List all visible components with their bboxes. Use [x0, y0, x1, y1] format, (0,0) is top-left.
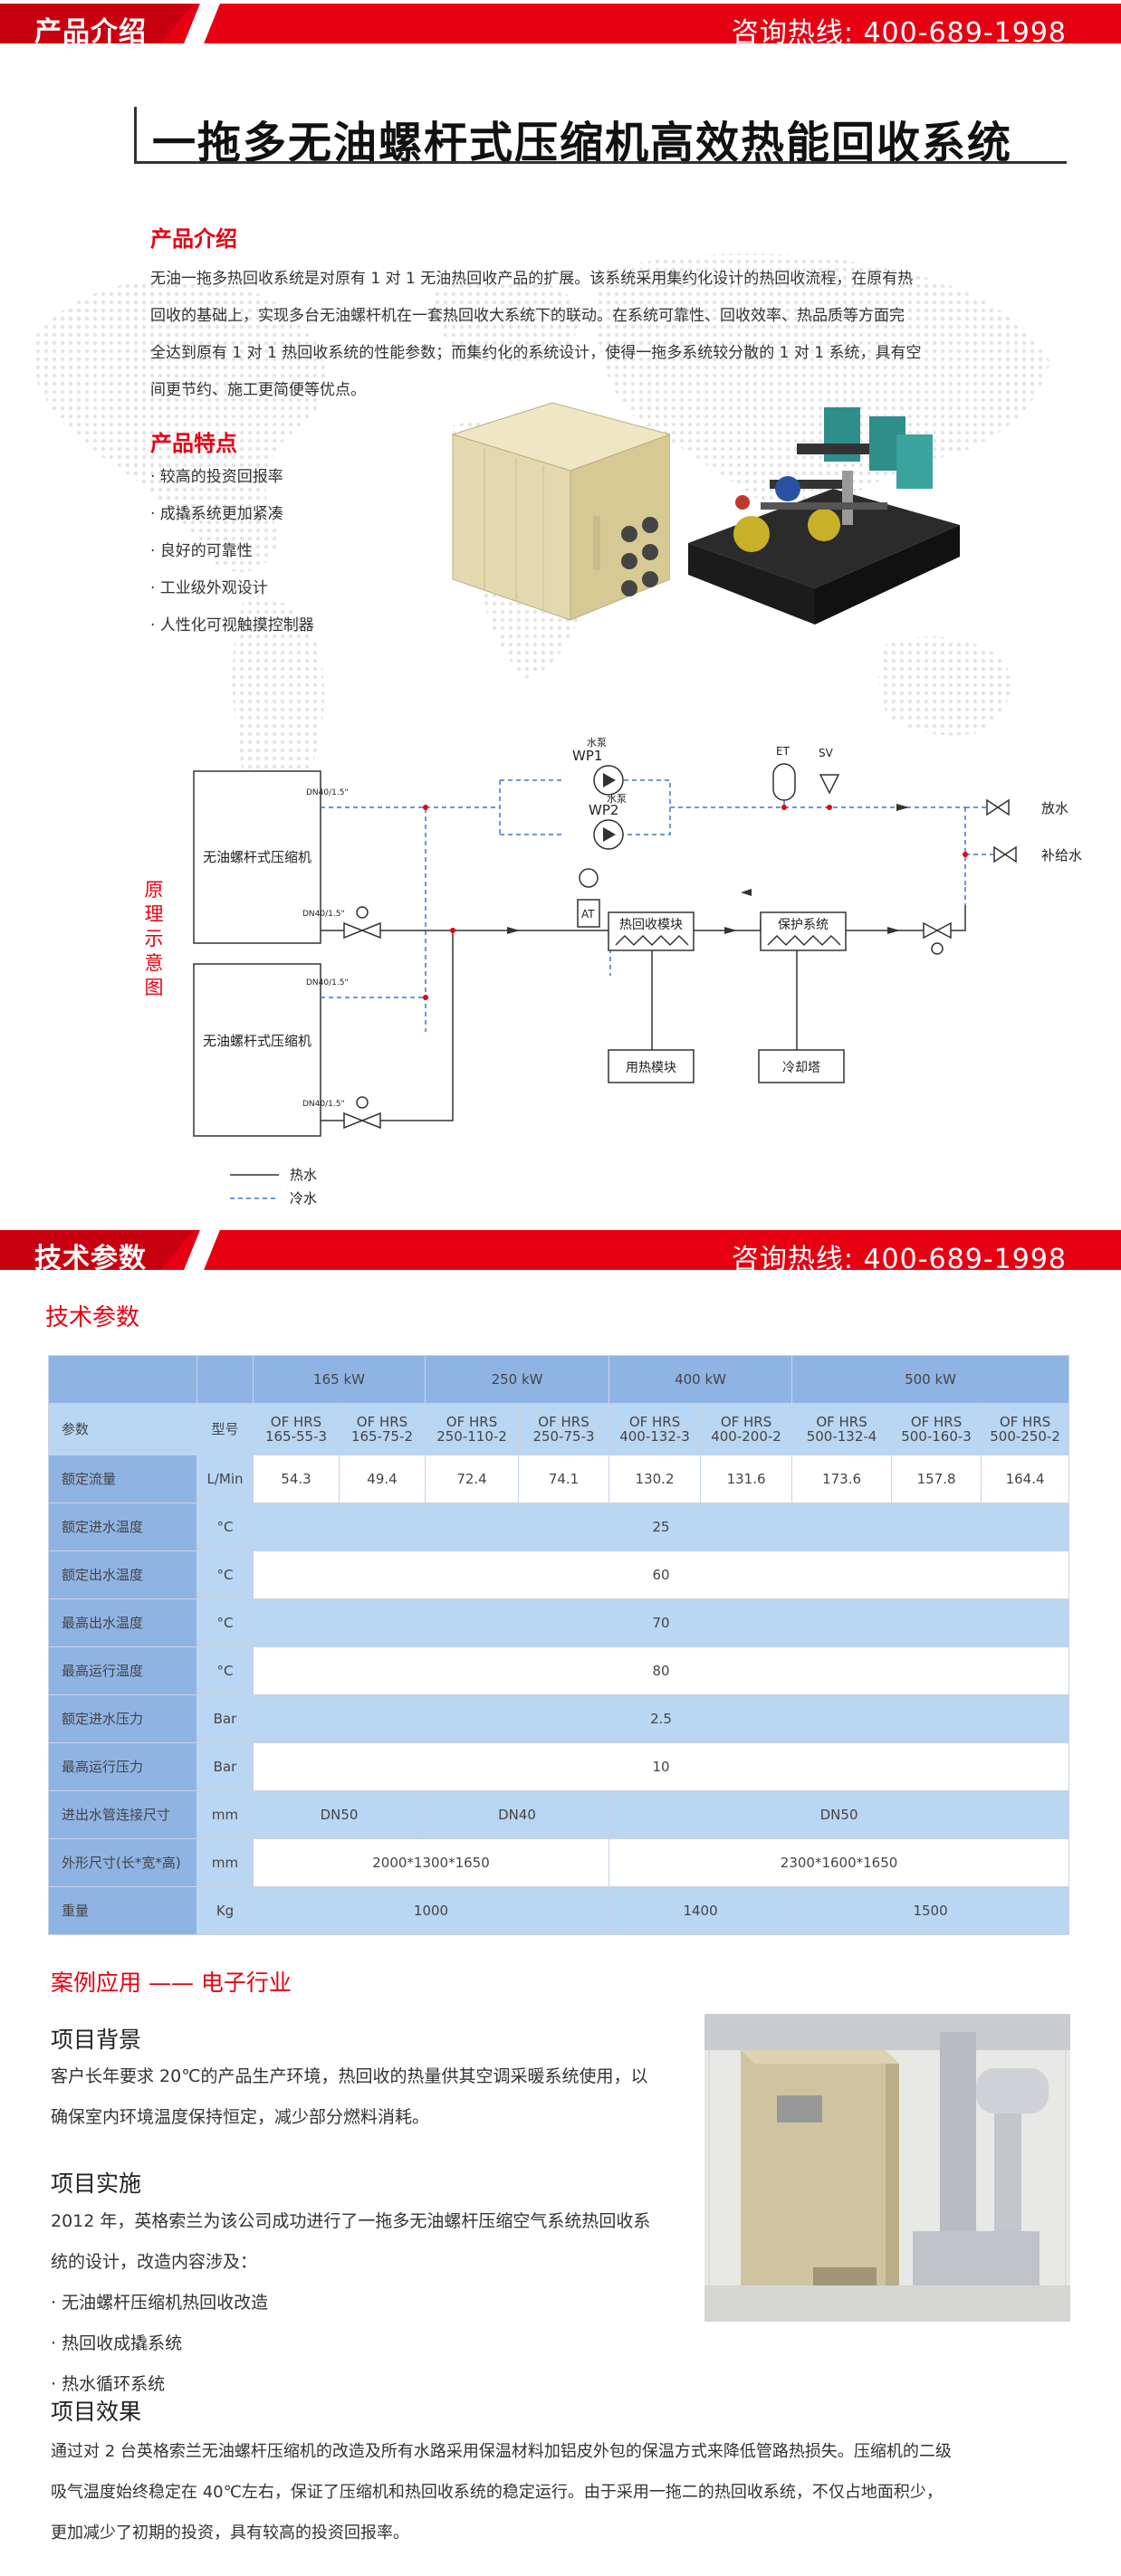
compressor-cabinet-illustration	[451, 402, 670, 621]
intro-line: 无油一拖多热回收系统是对原有 1 对 1 无油热回收产品的扩展。该系统采用集约化…	[150, 270, 914, 288]
compressor-label-1: 无油螺杆式压缩机	[203, 849, 311, 865]
cold-water-lines	[321, 779, 1005, 1032]
compressor-label-2: 无油螺杆式压缩机	[203, 1033, 311, 1049]
page-title: 一拖多无油螺杆式压缩机高效热能回收系统	[152, 118, 1013, 168]
hotline-text: 咨询热线: 400-689-1998	[731, 17, 1067, 49]
case-impl-heading: 项目实施	[51, 2171, 142, 2197]
use-module-label: 用热模块	[626, 1061, 676, 1075]
cooling-tower-label: 冷却塔	[782, 1061, 820, 1075]
feature-item: · 人性化可视触摸控制器	[150, 616, 314, 634]
case-effect-heading: 项目效果	[51, 2399, 142, 2425]
safety-valve	[819, 774, 840, 795]
intro-heading: 产品介绍	[150, 226, 237, 252]
diagram-side-label: 原 理 示 意 图	[144, 879, 164, 998]
power-cell: 500 kW	[791, 1355, 1070, 1404]
principle-diagram: 无油螺杆式压缩机 无油螺杆式压缩机 DN40/1.5" DN40/1.5" DN…	[193, 737, 1082, 1207]
heat-module-label: 热回收模块	[619, 918, 683, 932]
compressor-box-1	[193, 770, 321, 944]
pump-id: WP1	[572, 748, 602, 764]
cooling-tower	[758, 1049, 845, 1083]
param-header: 参数	[48, 1403, 197, 1455]
expansion-tank	[772, 763, 796, 801]
feature-item: · 成撬系统更加紧凑	[150, 505, 283, 523]
spec-row: 额定进水压力 Bar 2.5	[48, 1694, 1070, 1743]
junction-dots	[423, 805, 968, 1000]
banner-title: 产品介绍	[34, 16, 147, 48]
pump-label: 水泵	[607, 793, 627, 805]
section-banner-tech: 技术参数 咨询热线: 400-689-1998	[0, 1226, 1121, 1277]
drain-label: 放水	[1041, 800, 1068, 816]
title-underline	[134, 161, 1067, 164]
dn-label: DN40/1.5"	[302, 910, 345, 919]
case-site-photo	[704, 2014, 1070, 2322]
spec-row: 额定进水温度 °C 25	[48, 1503, 1070, 1551]
banner-tab	[0, 1230, 194, 1270]
at-label: AT	[581, 908, 595, 921]
power-cell: 165 kW	[252, 1355, 426, 1404]
intro-line: 全达到原有 1 对 1 热回收系统的性能参数；而集约化的系统设计，使得一拖多系统…	[150, 344, 922, 362]
spec-table: 165 kW 250 kW 400 kW 500 kW 参数 型号 OF HRS…	[48, 1355, 1070, 1935]
pump-id: WP2	[589, 802, 618, 818]
intro-paragraph: 无油一拖多热回收系统是对原有 1 对 1 无油热回收产品的扩展。该系统采用集约化…	[150, 261, 982, 409]
feature-item: · 较高的投资回报率	[150, 468, 283, 486]
pump-label: 水泵	[587, 737, 607, 749]
hot-water-lines	[321, 905, 966, 1121]
protect-label: 保护系统	[778, 918, 829, 932]
intro-line: 回收的基础上，实现多台无油螺杆机在一套热回收大系统下的联动。在系统可靠性、回收效…	[150, 307, 905, 325]
compressor-box-2	[193, 963, 321, 1137]
legend-hot-label: 热水	[290, 1167, 317, 1183]
flow-arrows	[507, 804, 909, 934]
heat-recovery-skid-illustration	[688, 407, 960, 625]
et-label: ET	[776, 745, 790, 758]
intro-line: 间更节约、施工更简便等优点。	[150, 381, 366, 399]
weight-row: 重量 Kg 1000 1400 1500	[48, 1886, 1070, 1935]
legend-cold-label: 冷水	[290, 1190, 317, 1207]
heat-use-module	[608, 1049, 695, 1083]
features-list: · 较高的投资回报率 · 成撬系统更加紧凑 · 良好的可靠性 · 工业级外观设计…	[150, 466, 314, 652]
dn-label: DN40/1.5"	[306, 978, 349, 987]
dn-label: DN40/1.5"	[302, 1100, 345, 1109]
case-effect-text: 通过对 2 台英格索兰无油螺杆压缩机的改造及所有水路采用保温材料加铝皮外包的保温…	[51, 2442, 952, 2543]
dn-label: DN40/1.5"	[306, 788, 349, 797]
banner-tab	[0, 4, 194, 43]
title-accent-rule	[134, 107, 137, 163]
case-bg-heading: 项目背景	[51, 2027, 142, 2053]
power-row: 165 kW 250 kW 400 kW 500 kW	[48, 1355, 1070, 1404]
case-bg-text: 客户长年要求 20℃的产品生产环境，热回收的热量供其空调采暖系统使用，以 确保室…	[51, 2066, 648, 2127]
spec-row: 最高运行压力 Bar 10	[48, 1742, 1070, 1791]
spec-row: 额定出水温度 °C 60	[48, 1550, 1070, 1599]
flow-row: 额定流量 L/Min 54.3 49.4 72.4 74.1 130.2 131…	[48, 1455, 1070, 1503]
case-title: 案例应用 —— 电子行业	[51, 1970, 292, 1996]
feature-item: · 工业级外观设计	[150, 579, 268, 597]
pipe-row: 进出水管连接尺寸 mm DN50 DN40 DN50	[48, 1790, 1070, 1839]
power-cell: 250 kW	[425, 1355, 610, 1404]
spec-row: 最高运行温度 °C 80	[48, 1646, 1070, 1695]
section-banner-product: 产品介绍 咨询热线: 400-689-1998	[0, 0, 1121, 51]
sv-label: SV	[819, 747, 834, 759]
dims-row: 外形尺寸(长*宽*高) mm 2000*1300*1650 2300*1600*…	[48, 1838, 1070, 1887]
spec-row: 最高出水温度 °C 70	[48, 1598, 1070, 1647]
valves	[343, 798, 1017, 1130]
banner-title: 技术参数	[34, 1243, 147, 1274]
at-sensor	[579, 868, 599, 888]
model-header: 型号	[196, 1403, 254, 1455]
features-heading: 产品特点	[150, 431, 237, 456]
tech-params-title: 技术参数	[45, 1304, 140, 1331]
power-cell: 400 kW	[608, 1355, 793, 1404]
feature-item: · 良好的可靠性	[150, 542, 253, 560]
hotline-text: 咨询热线: 400-689-1998	[731, 1244, 1067, 1275]
makeup-label: 补给水	[1041, 847, 1082, 863]
case-impl-text: 2012 年，英格索兰为该公司成功进行了一拖多无油螺杆压缩空气系统热回收系 统的…	[51, 2211, 651, 2394]
